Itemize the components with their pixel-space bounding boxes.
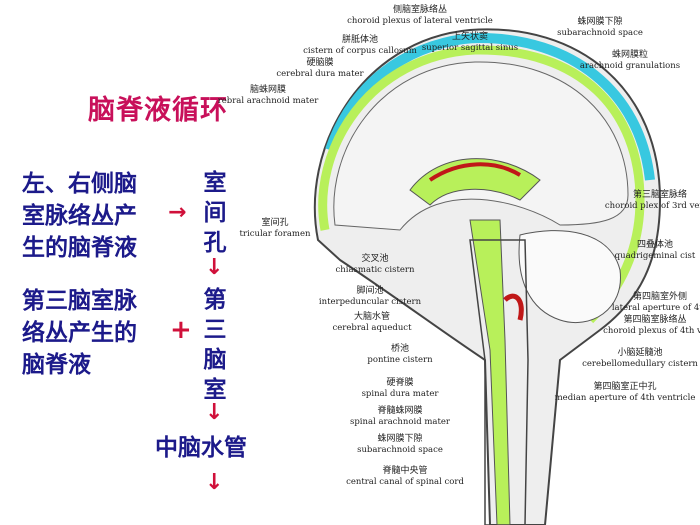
arrow-right-icon: → [168,200,187,225]
label-zh: 脊髓中央管 [382,466,428,476]
label-zh: 四叠体池 [636,240,673,250]
label-en: quadrigeminal cist [614,250,696,261]
slide-title: 脑脊液循环 [88,95,228,126]
label-zh: 脚间池 [356,286,384,296]
brainstem-csf [469,219,511,525]
superior-sagittal-sinus [325,32,655,181]
label-en: choroid plexus of 4th ve [603,325,700,336]
label-en: superior sagittal sinus [421,42,519,53]
step-interventricular-foramen: 室间孔 [203,170,227,256]
label-zh: 硬脑膜 [306,58,334,68]
label-en: cerebral aqueduct [332,322,412,333]
arrow-down-icon: ↓ [205,400,224,425]
label-en: cistern of corpus callosum [303,45,417,56]
third-ventricle-text: 第三脑室脉 络丛产生的 脑脊液 [22,285,137,381]
step-third-ventricle: 第三脑室 [203,287,227,403]
label-zh: 交叉池 [361,254,389,264]
subarachnoid-space [318,45,645,324]
label-zh: 脑蛛网膜 [249,85,286,95]
plus-icon: + [170,315,192,345]
label-en: cerebellomedullary cistern [582,358,698,369]
label-zh: 室间孔 [261,218,289,228]
cerebellum [518,230,621,324]
choroid-plexus-fourth [503,293,524,321]
label-zh: 蛛网膜下隙 [577,17,623,27]
label-en: pontine cistern [367,354,433,365]
label-en: choroid plexus of lateral ventricle [347,15,493,26]
label-en: spinal dura mater [361,388,439,399]
label-en: subarachnoid space [357,444,443,455]
label-en: chiasmatic cistern [335,264,415,275]
label-zh: 上矢状窦 [451,32,488,42]
label-zh: 小脑延髓池 [617,348,663,358]
text-line: 第三脑室脉 [22,288,137,314]
step-cerebral-aqueduct: 中脑水管 [155,435,247,461]
arrow-down-icon: ↓ [205,470,224,495]
label-en: arachnoid granulations [579,60,681,71]
label-zh: 第三脑室脉络 [632,190,687,200]
label-en: subarachnoid space [557,27,643,38]
label-zh: 桥池 [390,344,409,354]
text-line: 脑脊液 [22,352,91,378]
label-en: rebral arachnoid mater [217,95,319,106]
label-en: cerebral dura mater [276,68,364,79]
label-zh: 第四脑室脉络丛 [623,315,687,325]
label-zh: 侧脑室脉络丛 [392,5,447,15]
label-en: spinal arachnoid mater [349,416,450,427]
choroid-plexus-lateral [428,162,522,182]
label-zh: 大脑水管 [353,312,390,322]
text-line: 生的脑脊液 [22,235,137,261]
text-line: 室脉络丛产 [22,203,137,229]
label-zh: 蛛网膜下隙 [377,434,423,444]
label-en: tricular foramen [239,228,311,239]
label-en: choroid plex of 3rd ventri [604,200,700,211]
cerebrum [333,61,629,231]
text-line: 络丛产生的 [22,320,137,346]
lateral-ventricle-text: 左、右侧脑 室脉络丛产 生的脑脊液 [22,168,137,264]
label-zh: 脊髓蛛网膜 [377,406,423,416]
label-en: median aperture of 4th ventricle [554,392,696,403]
label-en: lateral aperture of 4th [611,302,700,313]
label-zh: 第四脑室外侧 [632,292,687,302]
label-en: central canal of spinal cord [346,476,464,487]
arrow-down-icon: ↓ [205,255,224,280]
label-en: interpeduncular cistern [318,296,422,307]
label-zh: 蛛网膜粒 [611,50,648,60]
label-zh: 硬脊膜 [386,378,414,388]
spinal-cord [469,239,529,525]
text-line: 左、右侧脑 [22,171,137,197]
label-zh: 胼胝体池 [341,35,378,45]
label-zh: 第四脑室正中孔 [593,382,657,392]
